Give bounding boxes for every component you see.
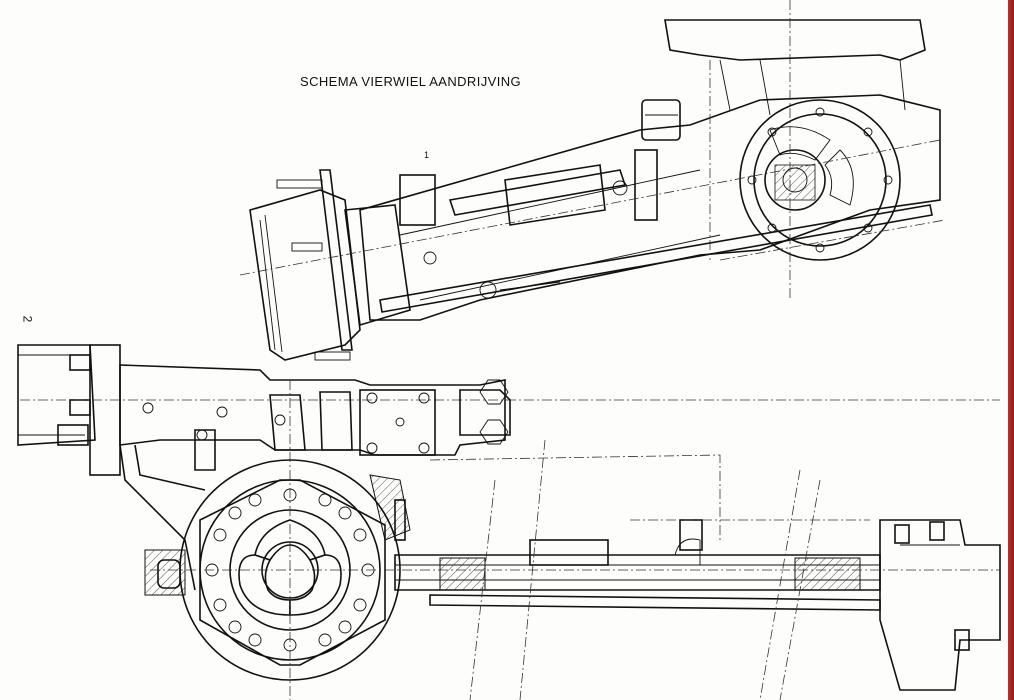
upper-side-view <box>239 0 946 361</box>
callout-label: 1 <box>424 150 430 160</box>
diagram-title: SCHEMA VIERWIEL AANDRIJVING <box>300 74 522 89</box>
binding-edge <box>1008 0 1014 700</box>
page-number: 2 <box>20 315 35 323</box>
hub-bolts-upper <box>747 107 893 253</box>
beam-bolts <box>142 402 286 441</box>
lower-front-view <box>17 344 1001 700</box>
flange-studs-upper <box>276 179 351 361</box>
